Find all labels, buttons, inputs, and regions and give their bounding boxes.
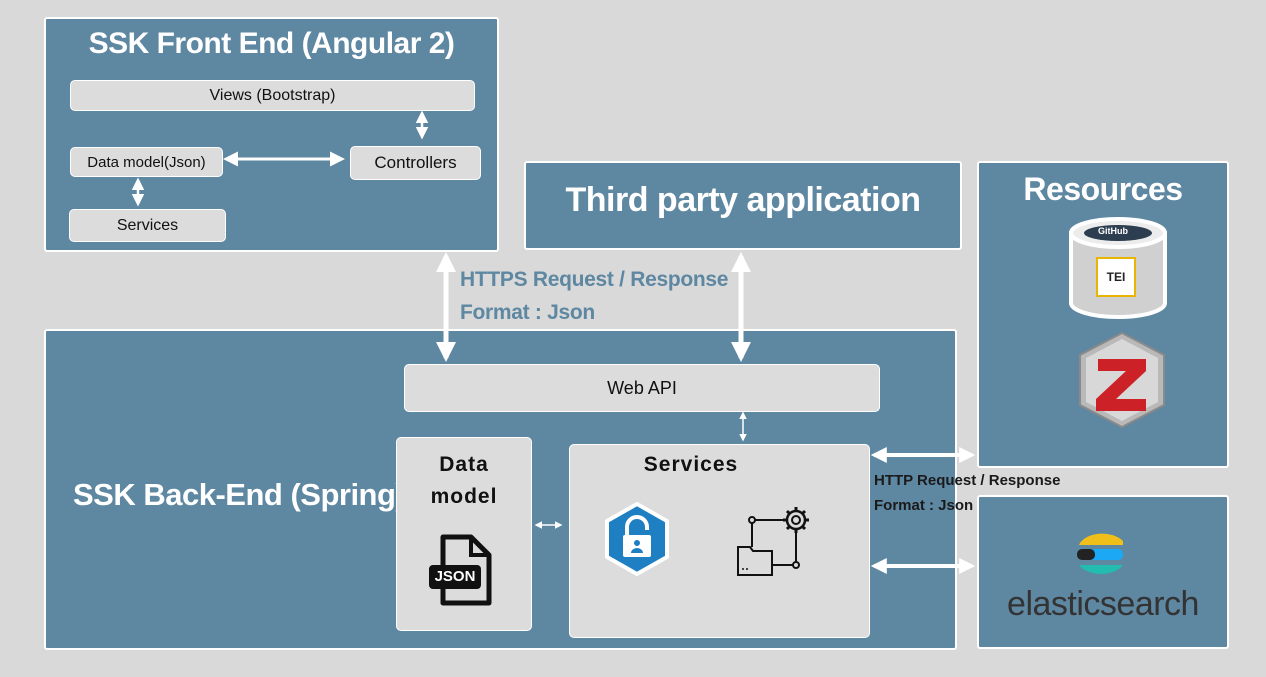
front-end-title: SSK Front End (Angular 2) xyxy=(88,27,455,60)
controllers-label: Controllers xyxy=(374,153,457,172)
https-connection-label: HTTPS Request / Response xyxy=(460,268,729,291)
web-api-box: Web API xyxy=(404,364,880,412)
tei-label: TEI xyxy=(1106,270,1126,284)
security-lock-icon xyxy=(605,502,669,576)
third-party-panel: Third party application xyxy=(524,161,962,250)
json-file-label: JSON xyxy=(434,568,476,585)
elasticsearch-wordmark: elasticsearch xyxy=(1007,585,1199,623)
web-api-label: Web API xyxy=(607,377,677,398)
data-model-box: Data model(Json) xyxy=(70,147,223,177)
tei-logo: TEI xyxy=(1096,257,1136,297)
settings-workflow-icon xyxy=(737,507,809,576)
back-end-title: SSK Back-End (Spring) xyxy=(73,477,406,512)
views-label: Views (Bootstrap) xyxy=(209,86,336,104)
http-format-label: Format : Json xyxy=(874,497,974,514)
back-end-data-model-label-1: Data xyxy=(439,453,489,476)
resources-title: Resources xyxy=(1023,171,1183,207)
services-box: Services xyxy=(69,209,226,242)
elasticsearch-panel: elasticsearch xyxy=(977,495,1229,649)
back-end-panel: SSK Back-End (Spring) Web API Data model… xyxy=(44,329,957,650)
https-format-label: Format : Json xyxy=(460,301,595,324)
zotero-icon xyxy=(1079,331,1165,429)
json-file-icon xyxy=(429,534,492,606)
data-model-label: Data model(Json) xyxy=(87,153,206,171)
controllers-box: Controllers xyxy=(350,146,481,180)
back-end-data-model-label-2: model xyxy=(430,485,498,508)
http-connection-label: HTTP Request / Response xyxy=(874,472,1061,489)
github-label: GitHub xyxy=(1098,226,1128,236)
elasticsearch-icon xyxy=(1077,533,1123,575)
zotero-letter: Z xyxy=(1100,350,1101,351)
views-box: Views (Bootstrap) xyxy=(70,80,475,111)
resources-panel: Resources GitHub TEI xyxy=(977,161,1229,468)
back-end-services-box: Services xyxy=(569,444,870,638)
services-label: Services xyxy=(116,216,179,234)
back-end-data-model-box: Data model JSON xyxy=(396,437,532,631)
back-end-services-title: Services xyxy=(643,453,739,476)
third-party-title: Third party application xyxy=(565,181,921,219)
